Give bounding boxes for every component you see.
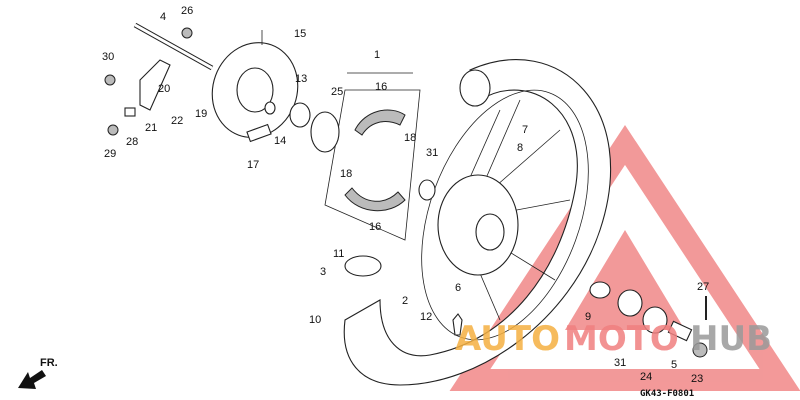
brake-panel [211, 42, 299, 138]
watermark-triangle [449, 125, 800, 391]
label-10: 10 [309, 314, 321, 326]
label-1: 1 [374, 49, 380, 61]
label-7: 7 [522, 124, 528, 136]
label-31b: 31 [614, 357, 626, 369]
watermark-moto: MOTO [564, 319, 679, 359]
small-parts [104, 27, 708, 358]
front-direction-arrow-icon [18, 370, 46, 389]
label-30: 30 [102, 51, 114, 63]
label-16a: 16 [375, 81, 387, 93]
label-17: 17 [247, 159, 259, 171]
wheel-hub [437, 174, 519, 276]
brake-shoes [324, 89, 421, 241]
tire [343, 59, 611, 386]
label-27: 27 [697, 281, 709, 293]
axle [133, 22, 214, 71]
label-20: 20 [158, 83, 170, 95]
label-15: 15 [294, 28, 306, 40]
diagram-code: GK43-F0801 [640, 389, 694, 399]
label-14: 14 [274, 135, 286, 147]
watermark-auto: AUTO [455, 319, 560, 359]
label-18b: 18 [340, 168, 352, 180]
label-2: 2 [402, 295, 408, 307]
label-13: 13 [295, 73, 307, 85]
watermark-hub: HUB [690, 319, 772, 359]
label-24: 24 [640, 371, 652, 383]
label-6: 6 [455, 282, 461, 294]
label-25: 25 [331, 86, 343, 98]
label-23: 23 [691, 373, 703, 385]
label-18a: 18 [404, 132, 416, 144]
label-26: 26 [181, 5, 193, 17]
label-28: 28 [126, 136, 138, 148]
label-11: 11 [333, 248, 344, 260]
label-31a: 31 [426, 147, 438, 159]
label-4: 4 [160, 11, 166, 23]
label-19: 19 [195, 108, 207, 120]
label-21: 21 [145, 122, 157, 134]
label-29: 29 [104, 148, 116, 160]
watermark-logo: AUTO MOTO HUB [455, 319, 772, 359]
label-12: 12 [420, 311, 432, 323]
label-9: 9 [585, 311, 591, 323]
direction-label: FR. [40, 357, 58, 369]
label-3: 3 [320, 266, 326, 278]
label-16b: 16 [369, 221, 381, 233]
label-8: 8 [517, 142, 523, 154]
label-5: 5 [671, 359, 677, 371]
label-22: 22 [171, 115, 183, 127]
